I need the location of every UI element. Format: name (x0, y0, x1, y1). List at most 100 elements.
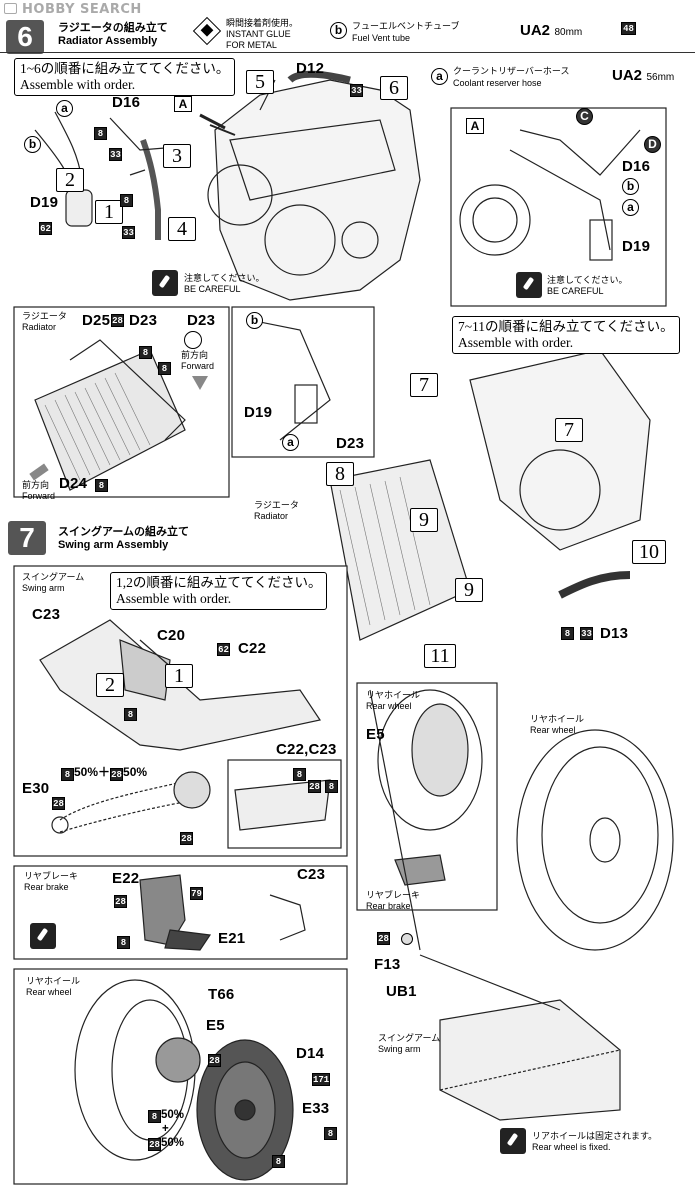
part-c23-brake: C23 (297, 866, 326, 883)
step-num-10: 10 (632, 540, 666, 564)
tag-8d: 8 (158, 362, 171, 375)
rear-wheel-en-2: Rear wheel (366, 701, 412, 711)
tube-a-en: Coolant reserver hose (453, 78, 542, 88)
radiator-right-en: Radiator (254, 511, 289, 521)
part-e33: E33 (302, 1100, 330, 1117)
tag-33c: 33 (350, 84, 363, 97)
part-d19: D19 (30, 194, 59, 211)
rear-brake-label: リヤブレーキ Rear brake (24, 871, 78, 893)
circle-b-left: b (24, 136, 41, 153)
tag-8: 8 (94, 127, 107, 140)
tube-b-spec: UA2 80mm (520, 22, 582, 40)
circle-b-center: b (246, 312, 263, 329)
step-6-title-jp: ラジエータの組み立て (58, 22, 168, 34)
tube-a-spec: UA2 56mm (612, 67, 674, 85)
part-c22: C22 (238, 640, 267, 657)
be-careful-icon (152, 270, 178, 296)
swing-arm-right-jp: スイングアーム (378, 1033, 441, 1043)
step-6-title-en: Radiator Assembly (58, 35, 158, 47)
tag-62: 62 (39, 222, 52, 235)
be-careful-note: 注意してください。 BE CAREFUL (184, 273, 264, 295)
rear-wheel-jp-2: リヤホイール (366, 690, 421, 700)
part-d24: D24 (59, 475, 88, 492)
part-t66: T66 (208, 986, 235, 1003)
step-num-3: 3 (163, 144, 191, 168)
tag-28e: 28 (114, 895, 127, 908)
tube-b-len: 80mm (554, 27, 583, 38)
order-note-7-11: 7~11の順番に組み立ててください。 Assemble with order. (452, 316, 680, 354)
circle-c: C (576, 108, 593, 125)
step7-num-2: 2 (96, 673, 124, 697)
radiator-en: Radiator (22, 322, 57, 332)
mix2-plus: + (162, 1123, 169, 1135)
tag-28-mix: 28 (110, 768, 124, 781)
step-7-title: スイングアームの組み立て Swing arm Assembly (58, 523, 189, 551)
radiator-label-left: ラジエータ Radiator (22, 311, 67, 333)
tag-8-mix2: 8 (148, 1110, 161, 1123)
be-careful-note-inset: 注意してください。 BE CAREFUL (547, 275, 627, 297)
inset-a-marker: A (174, 96, 192, 112)
rear-brake-inset-jp: リヤブレーキ (366, 890, 421, 900)
rear-wheel-label-inset: リヤホイール Rear wheel (366, 690, 420, 712)
rear-wheel-jp-3: リヤホイール (530, 714, 585, 724)
tag-33d: 33 (580, 627, 593, 640)
part-d19-center: D19 (244, 404, 273, 421)
part-e21: E21 (218, 930, 246, 947)
tag-8b: 8 (120, 194, 133, 207)
rear-brake-jp: リヤブレーキ (24, 871, 79, 881)
glue-note: 瞬間接着剤使用。 INSTANT GLUE FOR METAL (226, 18, 298, 51)
swing-arm-right-en: Swing arm (378, 1044, 421, 1054)
step-7-title-jp: スイングアームの組み立て (58, 526, 190, 538)
tag-8f: 8 (561, 627, 574, 640)
circle-a-left: a (56, 100, 73, 117)
d23-part-icon (184, 331, 202, 349)
part-e5: E5 (206, 1017, 225, 1034)
part-d13: D13 (600, 625, 629, 642)
rear-brake-label-inset: リヤブレーキ Rear brake (366, 890, 420, 912)
order-note-en: Assemble with order. (20, 77, 136, 92)
part-c23: C23 (32, 606, 61, 623)
order3-jp: 1,2の順番に組み立ててください。 (116, 575, 322, 590)
rear-wheel-en-1: Rear wheel (26, 987, 72, 997)
tag-33b: 33 (122, 226, 135, 239)
step-num-5: 5 (246, 70, 274, 94)
order2-jp: 7~11の順番に組み立ててください。 (458, 319, 674, 334)
tube-b-en: Fuel Vent tube (352, 33, 411, 43)
be-careful-inset-jp: 注意してください。 (547, 275, 628, 285)
step-num-7b: 7 (555, 418, 583, 442)
be-careful-icon-brake (30, 923, 56, 949)
circle-d: D (644, 136, 661, 153)
forward-arrow-down (192, 376, 208, 390)
part-d16: D16 (112, 94, 141, 111)
radiator-jp: ラジエータ (22, 311, 67, 321)
tag-28c: 28 (180, 832, 193, 845)
step-6-title: ラジエータの組み立て Radiator Assembly (58, 19, 168, 47)
tag-8k: 8 (324, 1127, 337, 1140)
rear-wheel-en-3: Rear wheel (530, 725, 576, 735)
watermark-icon (4, 3, 17, 14)
inset-a-label: A (466, 118, 484, 134)
part-d23-detail: D23 (187, 312, 216, 329)
tag-48: 48 (621, 22, 636, 35)
washer-f13 (401, 933, 413, 945)
glue-note-jp: 瞬間接着剤使用。 (226, 18, 299, 28)
wheel-fixed-jp: リアホイールは固定されます。 (532, 1131, 658, 1141)
tag-8g: 8 (124, 708, 137, 721)
radiator-right-jp: ラジエータ (254, 500, 299, 510)
tag-79: 79 (190, 887, 203, 900)
forward-jp-2: 前方向 (22, 480, 50, 490)
part-e5-inset: E5 (366, 726, 385, 743)
part-e22: E22 (112, 870, 140, 887)
step-7-number: 7 (8, 521, 46, 555)
be-careful-en: BE CAREFUL (184, 284, 241, 294)
step-7-title-en: Swing arm Assembly (58, 539, 169, 551)
swing-arm-jp: スイングアーム (22, 572, 85, 582)
rear-wheel-jp-1: リヤホイール (26, 976, 81, 986)
step7-num-1: 1 (165, 664, 193, 688)
step-num-1: 1 (95, 200, 123, 224)
watermark-logo: HOBBY SEARCH (4, 2, 142, 17)
step-num-4: 4 (168, 217, 196, 241)
forward-jp-1: 前方向 (181, 350, 209, 360)
